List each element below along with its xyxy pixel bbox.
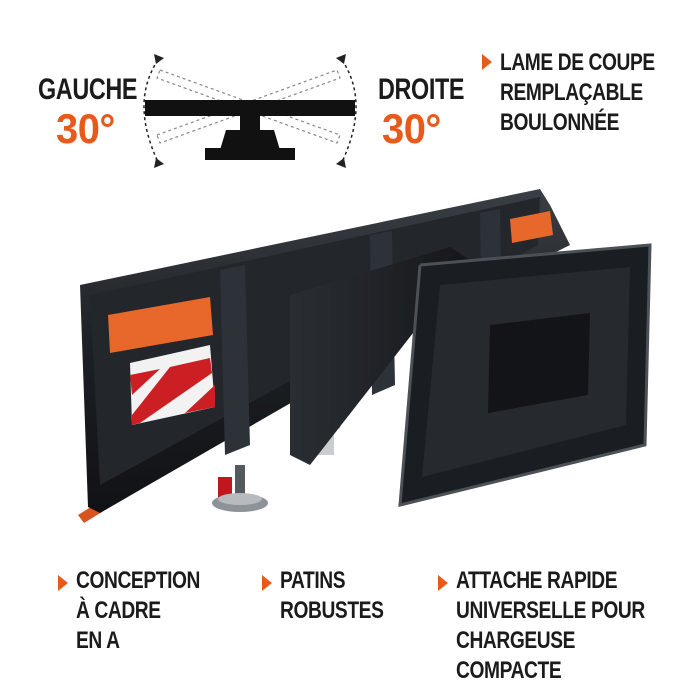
feature-skid-shoes: PATINS ROBUSTES: [280, 567, 384, 624]
arrow-bullet-icon: [482, 54, 492, 70]
feature-a-frame: CONCEPTION À CADRE EN A: [76, 567, 201, 654]
arrow-bullet-icon: [438, 575, 448, 591]
snow-plow-blade-image: [78, 189, 652, 523]
right-rotation-label: DROITE: [378, 73, 465, 106]
feature-cutting-blade: LAME DE COUPE REMPLAÇABLE BOULONNÉE: [500, 49, 655, 136]
arrow-bullet-icon: [262, 575, 272, 591]
arrow-bullet-icon: [58, 575, 68, 591]
right-rotation-angle: 30°: [382, 105, 441, 152]
left-rotation-label: GAUCHE: [38, 73, 138, 106]
feature-quick-attach: ATTACHE RAPIDE UNIVERSELLE POUR CHARGEUS…: [456, 567, 645, 684]
left-rotation-angle: 30°: [56, 105, 115, 152]
angle-rotation-icon: [143, 54, 357, 168]
